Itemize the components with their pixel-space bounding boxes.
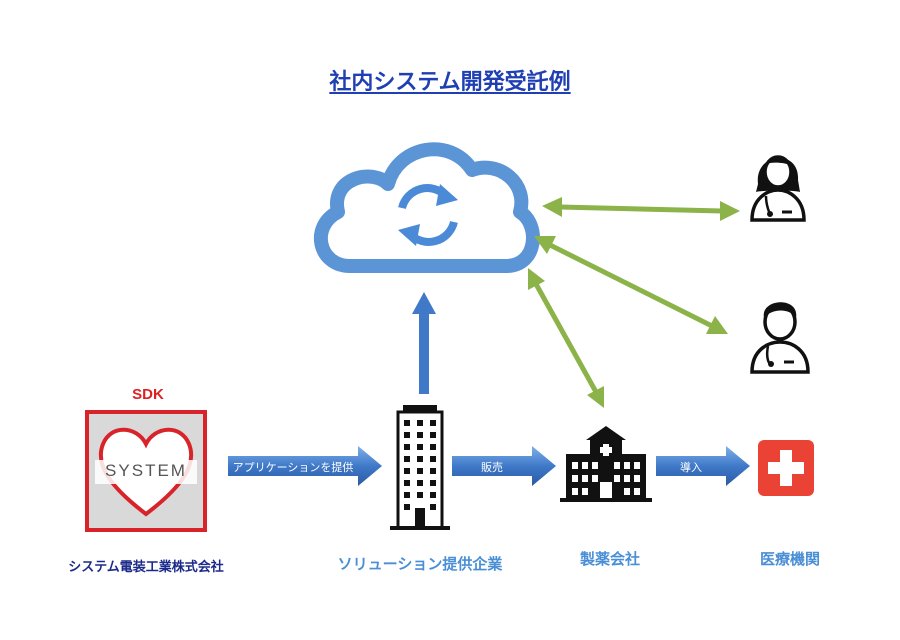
cloud-doctor1-arrow: [542, 197, 740, 221]
sdk-logo: SYSTEM: [85, 410, 207, 532]
provide-app-arrow: [228, 446, 382, 486]
solution-company-caption: ソリューション提供企業: [337, 555, 503, 573]
medical-institution-caption: 医療機関: [759, 550, 820, 568]
cloud-sync-icon: [314, 142, 540, 273]
sync-arrows-icon: [398, 184, 458, 246]
sell-arrow-label: 販売: [481, 461, 503, 474]
female-doctor-icon: [750, 155, 806, 222]
diagram-title: 社内システム開発受託例: [329, 70, 571, 95]
medical-cross-icon: [758, 440, 814, 496]
pharma-company-caption: 製薬会社: [579, 550, 640, 568]
sdk-label: SDK: [132, 386, 164, 403]
upload-arrow: [412, 292, 436, 394]
office-building-icon: [390, 405, 450, 530]
male-doctor-icon: [750, 302, 810, 374]
sdk-company-caption: システム電装工業株式会社: [68, 560, 224, 575]
sdk-logo-text: SYSTEM: [105, 461, 187, 480]
introduce-arrow: [656, 446, 750, 486]
pharma-building-icon: [560, 426, 652, 502]
cloud-doctor2-arrow: [534, 236, 728, 334]
cloud-pharma-arrow: [528, 268, 604, 408]
sell-arrow: [452, 446, 556, 486]
provide-app-arrow-label: アプリケーションを提供: [232, 461, 354, 474]
introduce-arrow-label: 導入: [680, 461, 702, 474]
heart-logo-icon: [95, 427, 197, 517]
